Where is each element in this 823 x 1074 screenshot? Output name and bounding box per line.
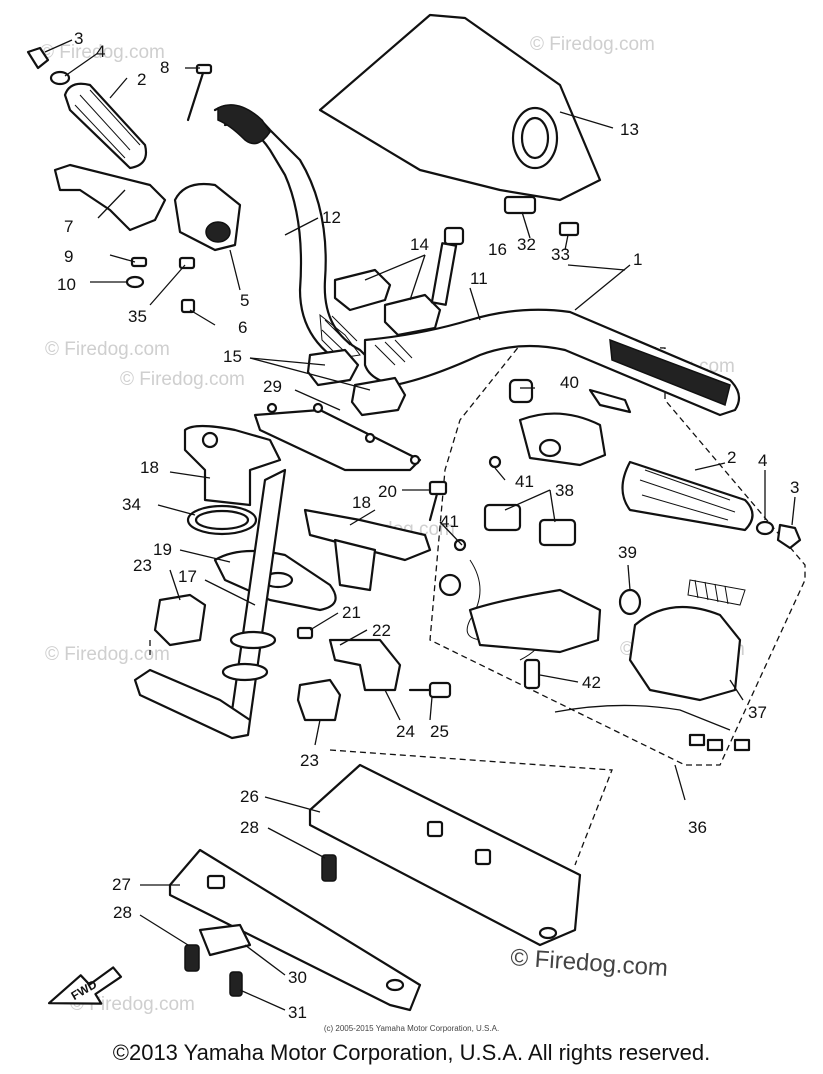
callout-20: 20 xyxy=(378,482,397,501)
seal-ring xyxy=(186,504,258,536)
pin-8 xyxy=(186,63,213,122)
steering-arm xyxy=(133,668,252,740)
callout-18: 18 xyxy=(140,458,159,477)
callout-11: 11 xyxy=(470,269,488,288)
callout-33: 33 xyxy=(551,245,570,264)
callout-28: 28 xyxy=(240,818,259,837)
end-bolt-left xyxy=(26,46,71,86)
dashed-group-lines xyxy=(149,344,806,866)
callout-labels: 1 2 3 4 5 6 7 8 9 10 11 12 13 14 16 15 1… xyxy=(57,29,799,1022)
callout-15: 15 xyxy=(223,347,242,366)
bolt-42 xyxy=(523,658,541,690)
callout-12: 12 xyxy=(322,208,341,227)
watermark: © Firedog.com xyxy=(120,369,245,390)
callout-31: 31 xyxy=(288,1003,307,1022)
callout-39: 39 xyxy=(618,543,637,562)
callout-27: 27 xyxy=(112,875,131,894)
small-copyright: (c) 2005-2015 Yamaha Motor Corporation, … xyxy=(323,1024,500,1033)
watermark: © Firedog.com xyxy=(45,339,170,360)
bolt-16 xyxy=(430,226,465,306)
throttle-housing xyxy=(173,182,242,252)
watermark: © Firedog.com xyxy=(45,644,170,665)
callout-18-lower: 18 xyxy=(352,493,371,512)
fitting-39 xyxy=(618,588,642,616)
callout-29: 29 xyxy=(263,377,282,396)
callout-34: 34 xyxy=(122,495,141,514)
callout-41-lower: 41 xyxy=(440,512,459,531)
callout-19: 19 xyxy=(153,540,172,559)
callout-2-right: 2 xyxy=(727,448,736,467)
switch-assembly xyxy=(438,455,602,661)
top-plate xyxy=(253,402,422,472)
leader-lines xyxy=(44,39,796,1011)
callout-9: 9 xyxy=(64,247,73,266)
callout-21: 21 xyxy=(342,603,361,622)
throttle-lever xyxy=(53,163,167,232)
callout-4-right: 4 xyxy=(758,451,767,470)
flange-plate xyxy=(213,549,337,612)
callout-25: 25 xyxy=(430,722,449,741)
bracket-upper xyxy=(183,424,282,507)
watermark: © Firedog.com xyxy=(530,34,655,55)
fwd-arrow: FWD xyxy=(47,966,123,1005)
callout-37: 37 xyxy=(748,703,767,722)
end-bolt-right xyxy=(755,520,802,550)
bolt-20 xyxy=(428,480,448,522)
callout-35: 35 xyxy=(128,307,147,326)
callout-30: 30 xyxy=(288,968,307,987)
callout-14: 14 xyxy=(410,235,429,254)
callout-42: 42 xyxy=(582,673,601,692)
callout-3-right: 3 xyxy=(790,478,799,497)
grip-left xyxy=(63,82,148,170)
footer-copyright: ©2013 Yamaha Motor Corporation, U.S.A. A… xyxy=(112,1040,711,1065)
callout-16: 16 xyxy=(488,240,507,259)
bracket-30 xyxy=(198,923,252,997)
callout-23: 23 xyxy=(133,556,152,575)
callout-36: 36 xyxy=(688,818,707,837)
watermark: © Firedog.com xyxy=(40,42,165,63)
spacer-blocks xyxy=(153,593,342,722)
windshield xyxy=(318,13,602,202)
clamp-22 xyxy=(296,626,402,692)
callout-2: 2 xyxy=(137,70,146,89)
callout-4: 4 xyxy=(96,42,105,61)
watermark: © Firedog.com xyxy=(70,994,195,1015)
bolt-25 xyxy=(408,681,452,699)
callout-6: 6 xyxy=(238,318,247,337)
switch-housing xyxy=(508,378,632,467)
watermark: © Firedog.com xyxy=(510,944,669,982)
bracket-lower xyxy=(303,508,432,592)
handlebar-left xyxy=(213,104,372,372)
callout-17: 17 xyxy=(178,567,197,586)
grip-right xyxy=(621,460,754,532)
callout-26: 26 xyxy=(240,787,259,806)
callout-23-lower: 23 xyxy=(300,751,319,770)
callout-10: 10 xyxy=(57,275,76,294)
callout-24: 24 xyxy=(396,722,415,741)
callout-1: 1 xyxy=(633,250,642,269)
callout-41: 41 xyxy=(515,472,534,491)
callout-40: 40 xyxy=(560,373,579,392)
callout-13: 13 xyxy=(620,120,639,139)
mounting-rail-upper xyxy=(308,763,582,947)
callout-5: 5 xyxy=(240,291,249,310)
windshield-bracket xyxy=(503,195,580,237)
callout-8: 8 xyxy=(160,58,169,77)
callout-28-lower: 28 xyxy=(113,903,132,922)
wire-harness xyxy=(554,704,751,752)
bolts-28 xyxy=(184,854,337,972)
callout-7: 7 xyxy=(64,217,73,236)
cover-37 xyxy=(628,579,746,702)
mounting-rail-lower xyxy=(168,848,422,1012)
upper-holders xyxy=(333,268,442,337)
callout-3: 3 xyxy=(74,29,83,48)
callout-32: 32 xyxy=(517,235,536,254)
callout-38: 38 xyxy=(555,481,574,500)
callout-22: 22 xyxy=(372,621,391,640)
